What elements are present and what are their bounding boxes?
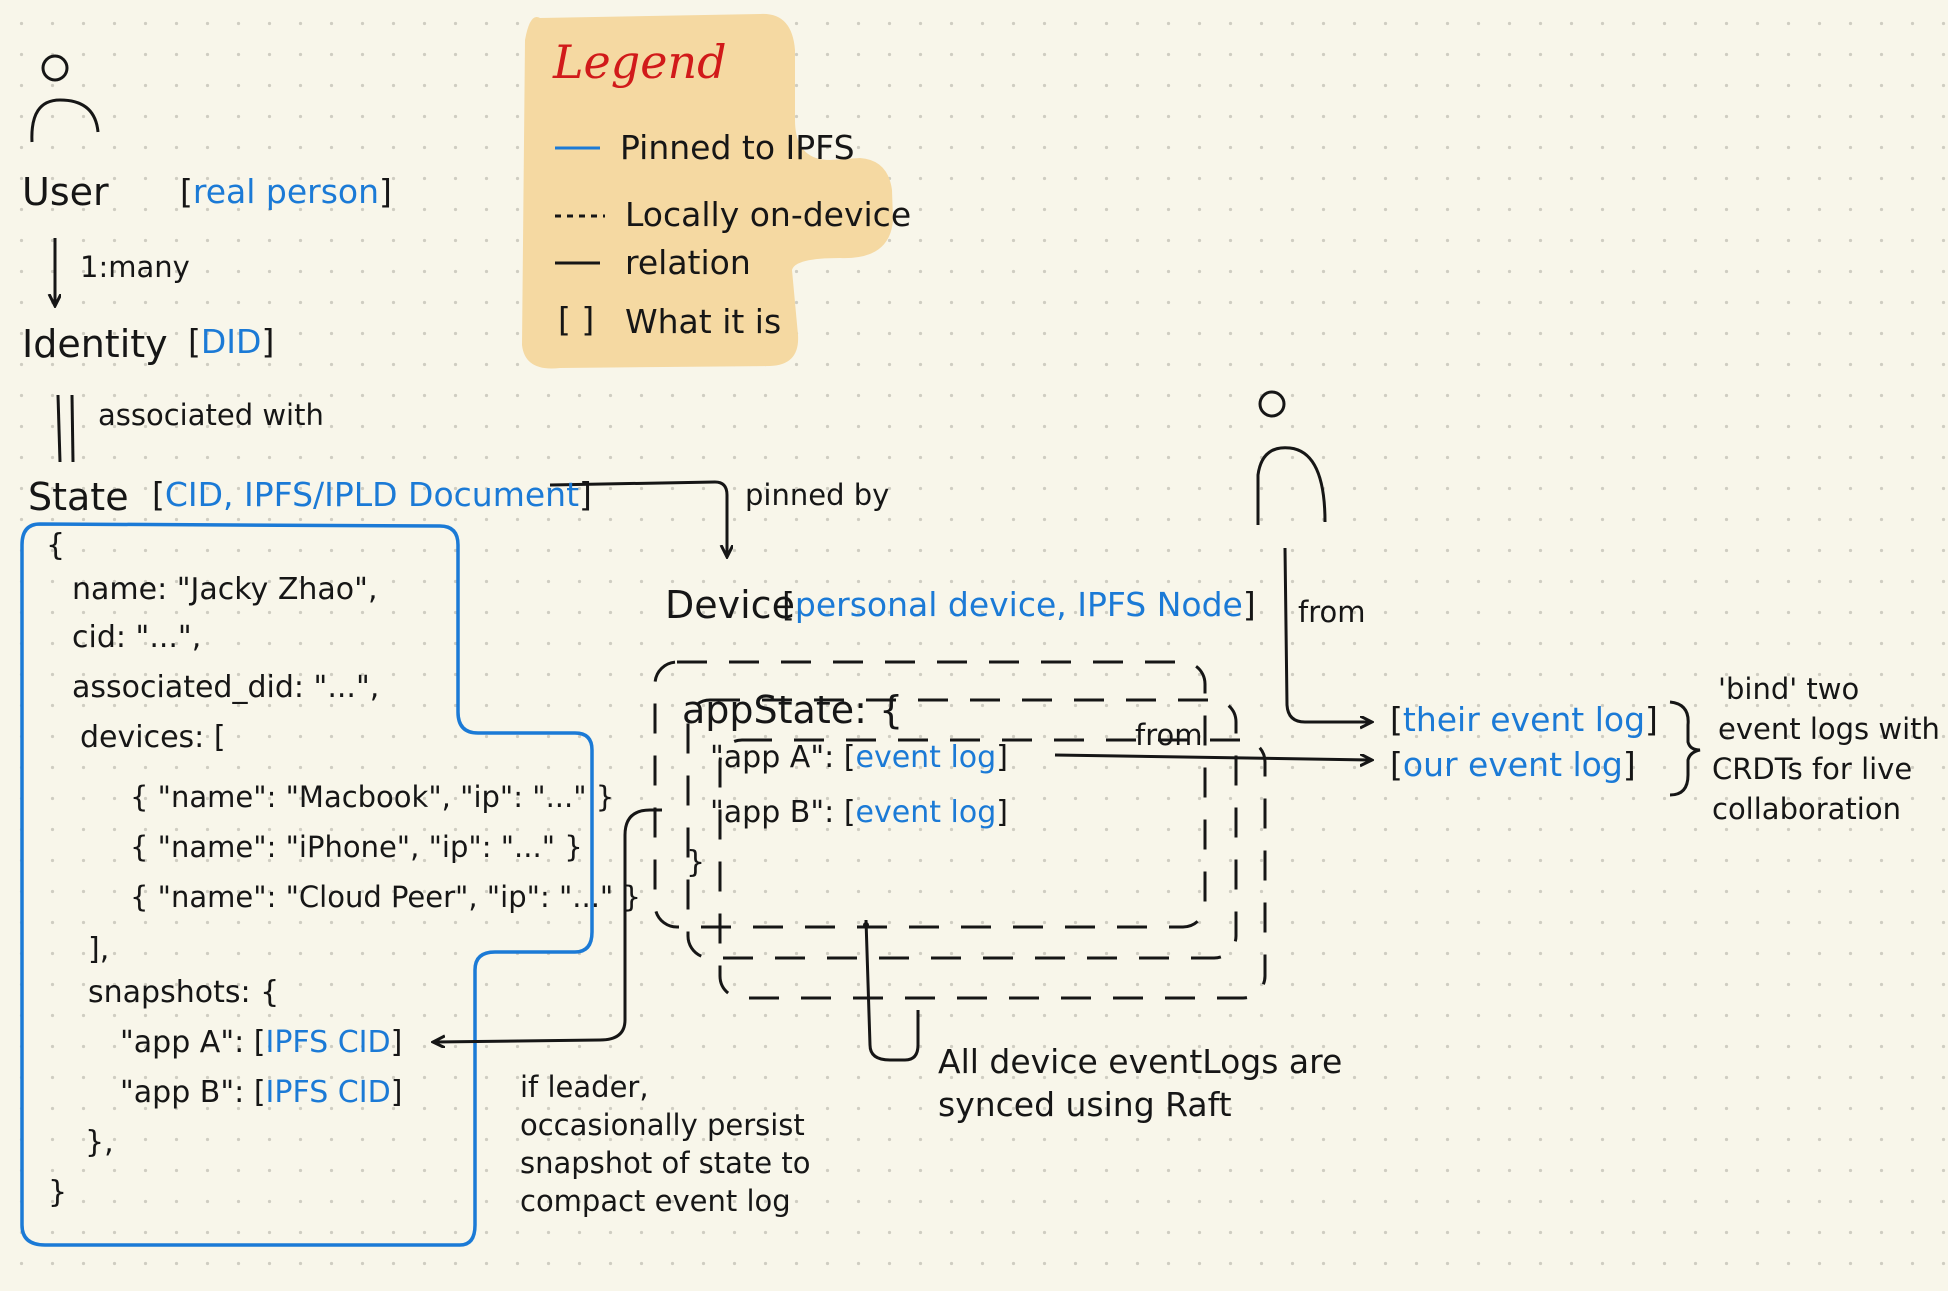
arrow-from-device: [1054, 753, 1370, 760]
legend-what-label: What it is: [625, 302, 782, 341]
state-tag: CID, IPFS/IPLD Document: [164, 475, 580, 514]
user-body: [30, 98, 100, 143]
doc-devices-close: ],: [88, 932, 110, 967]
doc-name: name: "Jacky Zhao",: [72, 572, 378, 607]
raft-note-line: All device eventLogs are: [938, 1042, 1343, 1081]
doc-snap-b-key: "app B": [: [120, 1075, 266, 1110]
bind-note-line: event logs with: [1718, 712, 1940, 746]
user-head: [41, 54, 69, 82]
device-dash-box-2: [686, 698, 1238, 960]
doc-snapshots: snapshots: {: [88, 975, 280, 1010]
arrow-leader: [435, 808, 662, 1042]
leader-note-line: occasionally persist: [520, 1108, 805, 1142]
doc-snap-a-val: IPFS CID: [265, 1025, 391, 1060]
doc-cid: cid: "...",: [72, 620, 202, 655]
legend-relation-label: relation: [625, 243, 751, 282]
rel-user-identity: 1:many: [80, 250, 190, 284]
legend-title: Legend: [553, 35, 727, 89]
bind-note-line: 'bind' two: [1718, 672, 1860, 706]
their-event-log: their event log: [1402, 700, 1646, 739]
peer-body: [1256, 446, 1327, 525]
appstate-b-close: ]: [996, 795, 1008, 830]
device-dash-box-3: [718, 738, 1267, 1000]
doc-device-row: { "name": "Cloud Peer", "ip": "..." }: [130, 880, 641, 914]
leader-note-line: snapshot of state to: [520, 1146, 811, 1180]
peer-head: [1258, 390, 1286, 418]
double-line-b: [70, 394, 75, 463]
state-doc-outline: [20, 522, 594, 1247]
appstate-title: appState: {: [682, 688, 904, 732]
rel-identity-state: associated with: [98, 398, 324, 432]
user-tag: real person: [192, 172, 380, 211]
leader-note-line: compact event log: [520, 1184, 791, 1218]
state-label: State: [28, 475, 129, 519]
legend-pinned-label: Pinned to IPFS: [620, 128, 855, 167]
legend-bracket-mark: [ ]: [558, 300, 595, 339]
doc-snap-b-val: IPFS CID: [265, 1075, 391, 1110]
bind-bracket: [1669, 700, 1701, 797]
doc-snap-b-close: ]: [390, 1075, 403, 1110]
device-tag: personal device, IPFS Node: [794, 585, 1243, 624]
appstate-b-key: "app B": [: [710, 795, 856, 830]
bind-note-line: CRDTs for live: [1712, 752, 1913, 786]
identity-tag: DID: [200, 322, 262, 361]
device-dash-box-1: [653, 660, 1207, 929]
appstate-a-val: event log: [855, 740, 997, 775]
from-peer-label: from: [1298, 595, 1366, 629]
appstate-b-val: event log: [855, 795, 997, 830]
user-label: User: [22, 170, 109, 214]
raft-dot: [863, 922, 869, 928]
appstate-a-close: ]: [996, 740, 1008, 775]
from-device-label: from: [1135, 718, 1203, 752]
doc-snap-a-close: ]: [390, 1025, 403, 1060]
double-line-a: [56, 394, 62, 463]
raft-connector: [864, 919, 920, 1062]
doc-did: associated_did: "...",: [72, 670, 380, 705]
arrow-state-device: [549, 480, 727, 555]
our-event-log: our event log: [1402, 745, 1623, 784]
device-label: Device: [665, 583, 795, 627]
leader-note-line: if leader,: [520, 1070, 649, 1104]
appstate-a-key: "app A": [: [710, 740, 856, 775]
appstate-close: }: [686, 845, 706, 880]
doc-snap-close: },: [85, 1125, 114, 1160]
legend-box: [522, 13, 893, 369]
pinned-by-label: pinned by: [745, 478, 890, 512]
doc-device-row: { "name": "Macbook", "ip": "..." }: [130, 780, 615, 814]
doc-devices: devices: [: [80, 720, 226, 755]
legend-local-label: Locally on-device: [625, 195, 912, 234]
doc-snap-a-key: "app A": [: [120, 1025, 266, 1060]
raft-note-line: synced using Raft: [938, 1085, 1232, 1124]
doc-close: }: [48, 1175, 68, 1210]
doc-open: {: [46, 528, 66, 563]
identity-label: Identity: [22, 322, 168, 366]
arrow-peer-log: [1283, 547, 1370, 722]
bind-note-line: collaboration: [1712, 792, 1901, 826]
doc-device-row: { "name": "iPhone", "ip": "..." }: [130, 830, 583, 864]
